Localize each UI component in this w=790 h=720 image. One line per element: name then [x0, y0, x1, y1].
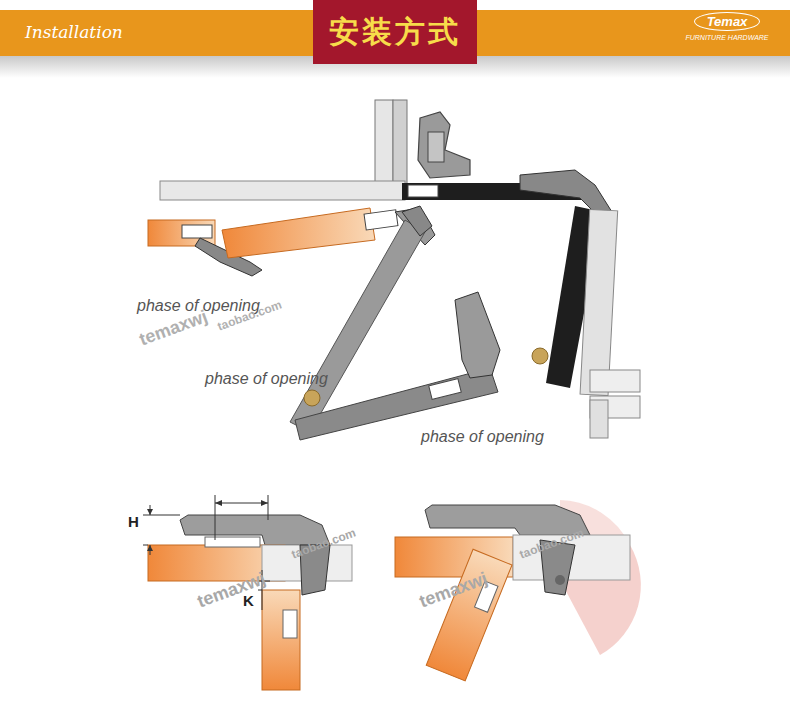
brand-name: Temax — [694, 12, 761, 31]
header-band: Installation 安装方式 TemaxFURNITURE HARDWARE — [0, 10, 790, 56]
dimension-label: H — [128, 513, 139, 530]
watermark: taobao.com — [290, 525, 358, 561]
watermark: taobao.com — [518, 525, 586, 561]
header-text: Installation — [25, 22, 123, 42]
title-text: 安装方式 — [329, 12, 461, 53]
title-box: 安装方式 — [313, 0, 477, 64]
phase-label: phase of opening — [205, 370, 328, 388]
phase-label: phase of opening — [421, 428, 544, 446]
watermark: temaxwj — [194, 568, 268, 612]
brand-logo: TemaxFURNITURE HARDWARE — [672, 12, 782, 54]
brand-tagline: FURNITURE HARDWARE — [685, 34, 768, 41]
watermark: temaxwj — [416, 568, 490, 612]
